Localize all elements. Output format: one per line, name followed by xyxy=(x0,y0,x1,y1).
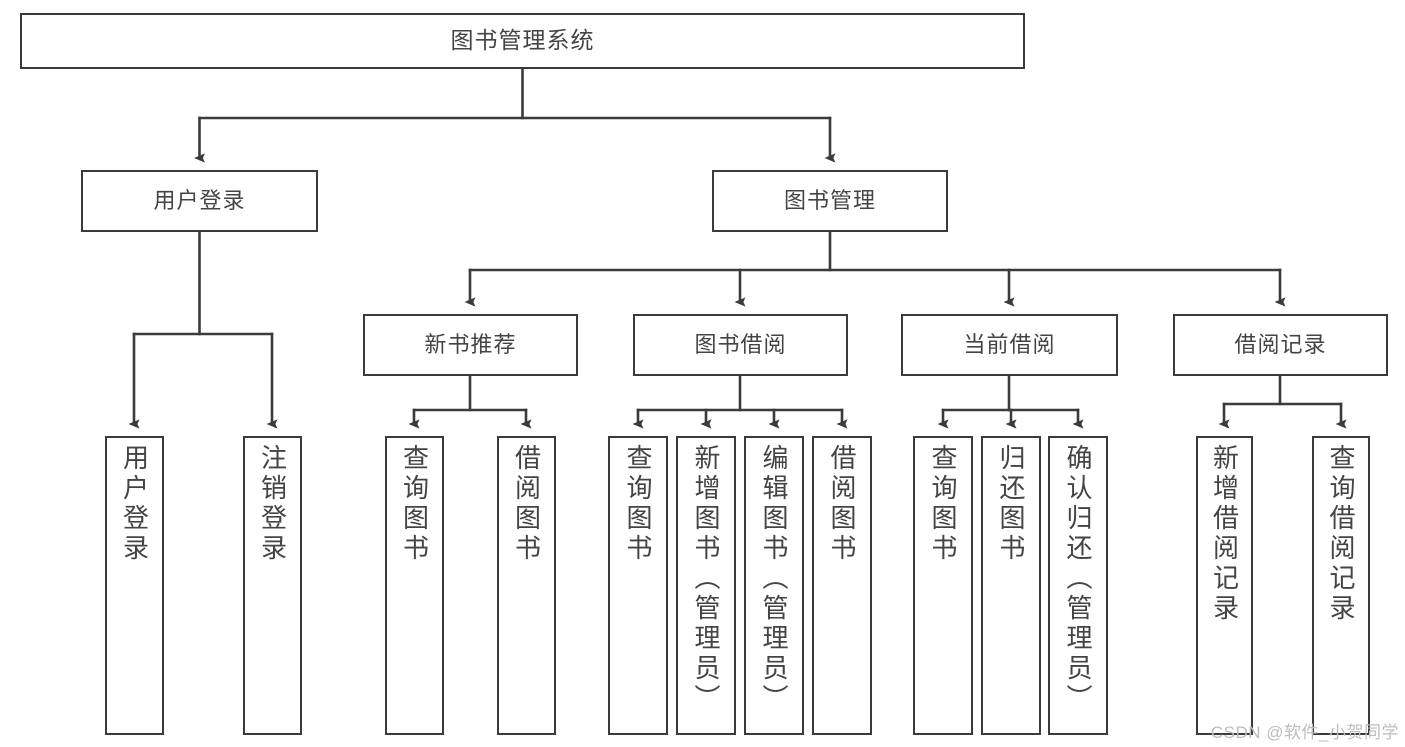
leaf-add-book-admin[interactable]: 新增图书（管理员） xyxy=(676,436,736,735)
leaf-add-borrow-record[interactable]: 新增借阅记录 xyxy=(1196,436,1253,735)
leaf-confirm-return-admin[interactable]: 确认归还（管理员） xyxy=(1048,436,1108,735)
leaf-confirm-return-admin-label: 确认归还（管理员） xyxy=(1063,444,1093,714)
leaf-user-login-label: 用户登录 xyxy=(119,444,150,564)
node-borrow-record-label: 借阅记录 xyxy=(1234,331,1327,357)
node-user-login-label: 用户登录 xyxy=(153,187,246,213)
node-current-borrow[interactable]: 当前借阅 xyxy=(901,314,1118,376)
node-new-book-rec[interactable]: 新书推荐 xyxy=(363,314,578,376)
csdn-watermark: CSDN @软件_小贺同学 xyxy=(1210,723,1399,742)
node-book-manage-label: 图书管理 xyxy=(783,187,876,213)
node-book-borrow[interactable]: 图书借阅 xyxy=(633,314,848,376)
leaf-borrow-book-rec[interactable]: 借阅图书 xyxy=(497,436,556,735)
leaf-borrow-book[interactable]: 借阅图书 xyxy=(812,436,872,735)
leaf-query-book-current[interactable]: 查询图书 xyxy=(913,436,973,735)
leaf-borrow-book-rec-label: 借阅图书 xyxy=(511,444,542,564)
leaf-query-book-borrow[interactable]: 查询图书 xyxy=(608,436,668,735)
leaf-return-book[interactable]: 归还图书 xyxy=(981,436,1041,735)
leaf-query-borrow-record-label: 查询借阅记录 xyxy=(1326,444,1356,624)
leaf-add-book-admin-label: 新增图书（管理员） xyxy=(691,444,721,714)
node-book-manage[interactable]: 图书管理 xyxy=(712,170,948,232)
node-user-login[interactable]: 用户登录 xyxy=(81,170,318,232)
leaf-logout[interactable]: 注销登录 xyxy=(243,436,302,735)
leaf-logout-label: 注销登录 xyxy=(257,444,288,564)
node-new-book-rec-label: 新书推荐 xyxy=(424,331,517,357)
node-root[interactable]: 图书管理系统 xyxy=(20,13,1025,69)
leaf-query-book-borrow-label: 查询图书 xyxy=(623,444,653,564)
leaf-user-login[interactable]: 用户登录 xyxy=(105,436,164,735)
node-book-borrow-label: 图书借阅 xyxy=(694,331,787,357)
leaf-edit-book-admin[interactable]: 编辑图书（管理员） xyxy=(744,436,804,735)
leaf-borrow-book-label: 借阅图书 xyxy=(827,444,857,564)
leaf-return-book-label: 归还图书 xyxy=(996,444,1026,564)
leaf-query-borrow-record[interactable]: 查询借阅记录 xyxy=(1312,436,1370,735)
node-borrow-record[interactable]: 借阅记录 xyxy=(1173,314,1388,376)
leaf-query-book-rec-label: 查询图书 xyxy=(399,444,430,564)
leaf-query-book-rec[interactable]: 查询图书 xyxy=(385,436,444,735)
node-root-label: 图书管理系统 xyxy=(450,27,595,54)
leaf-edit-book-admin-label: 编辑图书（管理员） xyxy=(759,444,789,714)
leaf-add-borrow-record-label: 新增借阅记录 xyxy=(1209,444,1240,624)
node-current-borrow-label: 当前借阅 xyxy=(963,331,1056,357)
leaf-query-book-current-label: 查询图书 xyxy=(928,444,958,564)
